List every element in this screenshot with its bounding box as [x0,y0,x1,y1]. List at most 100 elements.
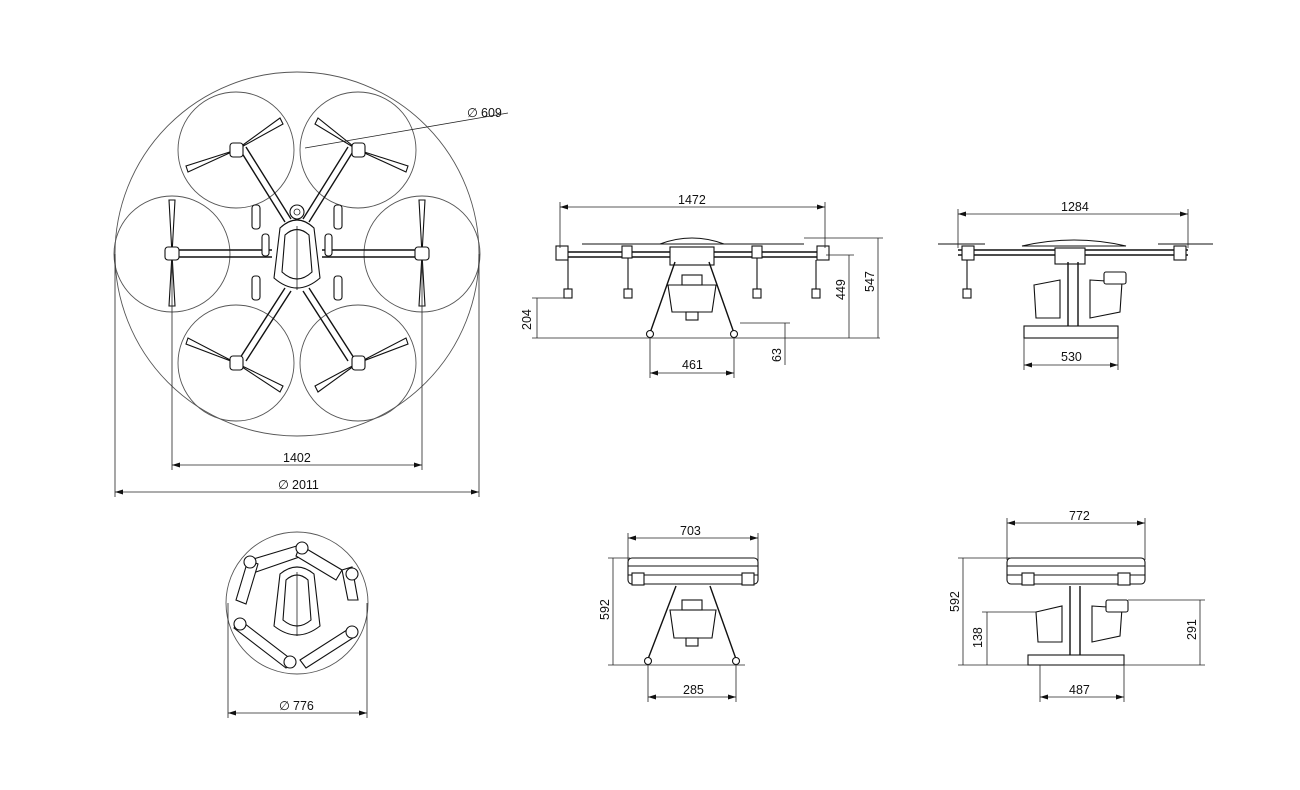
pump [685,311,699,321]
skid [1027,654,1125,666]
folded-side-skid-label: 487 [1069,683,1090,697]
propeller-blade [418,199,426,255]
arm [308,287,355,359]
propeller-blade [314,362,359,393]
center-body [273,204,321,290]
folded-motors [233,541,359,669]
folded-side-width-label: 772 [1069,509,1090,523]
nozzle [811,288,821,299]
propeller-blade [235,362,284,393]
propeller-blade [357,337,409,364]
motor [1021,572,1035,586]
motor [345,567,359,581]
leg-foot [731,656,741,666]
nozzle [962,288,972,299]
front-width-label: 1472 [678,193,706,207]
folded-side-lower-height-label: 138 [971,627,985,648]
diameter-symbol: ∅ [467,106,478,120]
pump [685,637,699,647]
arm [302,146,349,220]
propeller-blade [168,199,176,255]
front-skid-width-label: 461 [682,358,703,372]
arms [172,146,422,362]
arrowhead [228,710,236,716]
front-total-height-label: 547 [863,271,877,292]
motor [345,625,359,639]
propeller-blade [235,117,284,151]
arrowhead [1137,520,1145,526]
propeller-blade [314,117,359,151]
arrowhead [1116,694,1124,700]
canopy [1021,239,1127,247]
spray-tank [669,609,717,639]
folded-front-dimensions [608,533,759,702]
folded-top-dimensions [227,603,368,718]
motor [751,245,763,259]
arm [239,149,286,223]
folded-side-view: 772 487 592 138 291 [948,509,1205,702]
arm [308,149,355,223]
motor [555,245,569,261]
motor [351,142,366,158]
arrowhead [1110,362,1118,368]
leg-foot [645,329,655,339]
folded-side-height-label: 592 [948,591,962,612]
folded-diameter-label: 776 [293,699,314,713]
folded-front-width-label: 703 [680,524,701,538]
landing-leg [709,585,737,660]
arm [239,287,286,359]
landing-leg [647,585,677,660]
arrowhead [648,694,656,700]
canopy [659,237,725,245]
folded-side-tank-height-label: 291 [1185,619,1199,640]
arrowhead [650,370,658,376]
motor [961,245,975,261]
arrowhead [414,462,422,468]
diameter-symbol: ∅ [278,478,289,492]
propeller-circle [177,91,295,209]
motor [233,617,247,631]
gps-antenna [289,204,305,220]
folded-arms-block [1006,557,1146,585]
arrowhead [628,535,636,541]
folded-top-view: ∅ 776 [225,531,369,718]
arrowhead [1180,211,1188,217]
arrowhead [750,535,758,541]
motor [229,142,244,158]
arrowhead [1024,362,1032,368]
skid-pad [333,275,343,301]
motor [243,555,257,569]
motor-span-label: 1402 [283,451,311,465]
side-view: 1284 530 [938,200,1213,370]
motor [631,572,645,586]
motor [1173,245,1187,261]
skid-pad [333,204,343,230]
diameter-symbol: ∅ [279,699,290,713]
spray-tank [1033,279,1061,319]
battery [1089,279,1123,319]
skid-pad [261,233,270,257]
body-canopy [282,574,312,627]
skid-pad [251,204,261,230]
motors [164,142,430,371]
arrowhead [1007,520,1015,526]
arrowhead [728,694,736,700]
front-view-dimensions [532,202,883,378]
folded-front-height-label: 592 [598,599,612,620]
propeller-circle [299,91,417,209]
arrowhead [172,462,180,468]
folded-arm [235,559,259,605]
arrowhead [359,710,367,716]
gps-antenna-inner [293,208,301,216]
arm [245,146,292,220]
propeller-circle [177,304,295,422]
battery-handle [1105,599,1129,613]
dimension-line [304,112,509,149]
spray-tank [667,284,717,313]
body-canopy [281,228,313,280]
tank-cap [681,274,703,286]
landing-skids [251,204,343,301]
motor [351,355,366,371]
overall-diameter-label: 2011 [292,478,319,492]
